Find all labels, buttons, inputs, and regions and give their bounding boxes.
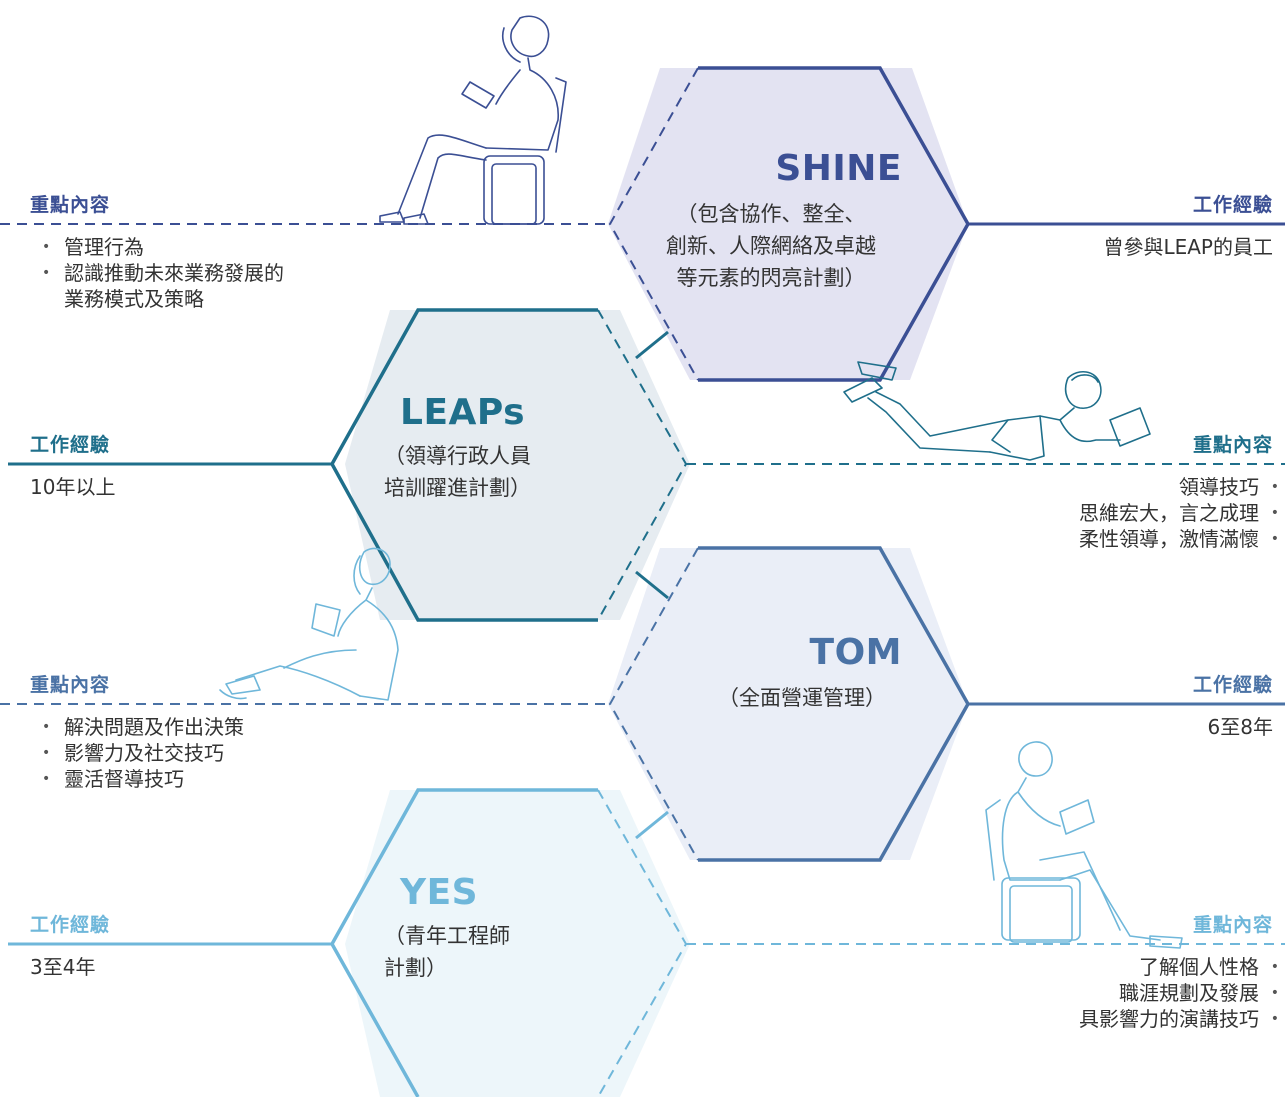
tom-focus-list: 解決問題及作出決策 影響力及社交技巧 靈活督導技巧 <box>38 714 244 792</box>
shine-experience-label: 工作經驗 <box>1192 194 1273 216</box>
tom-title: TOM <box>809 632 902 673</box>
yes-title: YES <box>400 872 479 913</box>
shine-focus-label: 重點內容 <box>30 194 111 216</box>
list-item: 管理行為 <box>38 234 284 260</box>
list-item: 影響力及社交技巧 <box>38 740 244 766</box>
woman-reading-on-chair-icon <box>379 15 567 225</box>
tom-subtitle: （全面營運管理） <box>718 686 886 710</box>
shine-experience-value: 曾參與LEAP的員工 <box>1103 235 1273 259</box>
leaps-experience-value: 10年以上 <box>30 475 116 499</box>
tom-hexagon <box>0 546 1285 862</box>
leaps-hexagon <box>8 308 1285 622</box>
list-item: 業務模式及策略 <box>64 287 204 311</box>
tom-experience-value: 6至8年 <box>1207 715 1273 739</box>
leaps-subtitle: （領導行政人員 培訓躍進計劃） <box>384 444 531 500</box>
list-item: 了解個人性格 <box>1079 954 1285 980</box>
yes-focus-list: 了解個人性格 職涯規劃及發展 具影響力的演講技巧 <box>1079 954 1285 1032</box>
list-item: 具影響力的演講技巧 <box>1079 1006 1285 1032</box>
leaps-title: LEAPs <box>400 392 526 433</box>
shine-subtitle: （包含協作、整全、 創新、人際網絡及卓越 等元素的閃亮計劃） <box>666 202 876 290</box>
shine-title: SHINE <box>775 148 902 189</box>
list-item: 靈活督導技巧 <box>38 766 244 792</box>
man-lying-reading-icon <box>843 361 1151 461</box>
list-item: 解決問題及作出決策 <box>38 714 244 740</box>
tom-focus-label: 重點內容 <box>30 674 111 696</box>
list-item: 思維宏大，言之成理 <box>1079 500 1285 526</box>
shine-hexagon <box>0 66 1285 382</box>
leaps-focus-list: 領導技巧 思維宏大，言之成理 柔性領導，激情滿懷 <box>1079 474 1285 552</box>
shine-focus-list: 管理行為 認識推動未來業務發展的 業務模式及策略 <box>38 234 284 312</box>
yes-hexagon <box>8 788 1285 1097</box>
list-item: 職涯規劃及發展 <box>1079 980 1285 1006</box>
yes-focus-label: 重點內容 <box>1192 914 1273 936</box>
list-item: 領導技巧 <box>1079 474 1285 500</box>
leaps-experience-label: 工作經驗 <box>30 434 111 456</box>
woman-sitting-reading-icon <box>219 547 399 701</box>
tom-experience-label: 工作經驗 <box>1192 674 1273 696</box>
list-item: 柔性領導，激情滿懷 <box>1079 526 1285 552</box>
yes-experience-value: 3至4年 <box>30 955 96 979</box>
leaps-focus-label: 重點內容 <box>1192 434 1273 456</box>
list-item: 認識推動未來業務發展的 <box>38 260 284 286</box>
man-reading-on-chair-icon <box>985 741 1183 949</box>
yes-subtitle: （青年工程師 計劃） <box>384 924 510 980</box>
yes-experience-label: 工作經驗 <box>30 914 111 936</box>
